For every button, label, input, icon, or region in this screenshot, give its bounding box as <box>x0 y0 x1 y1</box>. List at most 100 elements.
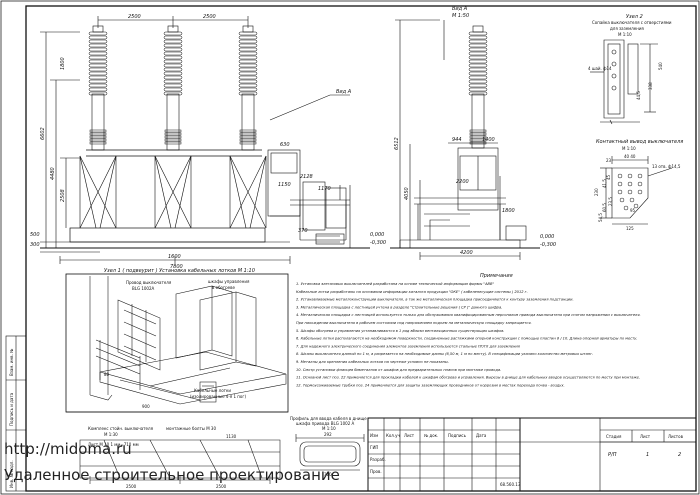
insulator-shed <box>238 83 258 88</box>
dim-292: 292 <box>324 432 332 437</box>
dim-605: 60,5 <box>602 203 607 212</box>
terminal-hole <box>619 197 625 203</box>
pole-body <box>241 93 255 151</box>
lower-shed <box>164 141 182 145</box>
dim-23: 23 <box>606 158 612 163</box>
note-line: При нахождении выключателя в рабочем сос… <box>296 321 532 325</box>
contact-title: Контактный вывод выключателя <box>596 139 683 145</box>
terminal-hole <box>617 189 623 195</box>
insulator-shed <box>238 79 258 84</box>
insulator-shed <box>88 47 108 52</box>
insulator-shed <box>163 79 183 84</box>
lower-shed <box>239 141 257 145</box>
terminal-hole <box>627 181 633 187</box>
dim-545: 54,5 <box>598 213 603 222</box>
dim-1150: 1150 <box>278 182 291 188</box>
insulator-shed <box>238 75 258 80</box>
dim-1800b: 1800 <box>502 208 515 214</box>
pole-body <box>166 93 180 151</box>
cabinet-label2: в обогреве <box>212 285 235 290</box>
insulator-shed <box>88 79 108 84</box>
insulator-shed <box>163 75 183 80</box>
bushing-pole <box>163 25 183 151</box>
inner-frame <box>25 5 697 492</box>
lower-shed <box>239 132 257 136</box>
view-a-label: Вид А <box>452 6 468 12</box>
pole-cap <box>472 25 484 33</box>
node2-caption2: для заземления <box>610 26 644 31</box>
insulator-shed <box>468 39 488 44</box>
dim-4480: 4480 <box>50 167 56 180</box>
dim-125: 125 <box>626 226 634 231</box>
insulator-shed <box>238 67 258 72</box>
lower-shed <box>469 135 487 139</box>
bushing-pole <box>88 25 108 151</box>
pipe-label3: Лист М 10 1 мм=710 мм <box>88 442 139 447</box>
watermark-caption: Удаленное строительное проектирование <box>4 466 340 484</box>
stamp-sheets-v: 2 <box>678 452 681 458</box>
watermark-url[interactable]: http://midoma.ru <box>4 440 132 458</box>
dim-80: 80 <box>104 372 110 377</box>
notes-list: 1. Установка элегазовых выключателей раз… <box>296 282 641 387</box>
insulator-shed <box>468 79 488 84</box>
dim-370: 370 <box>298 228 308 234</box>
tray-label: Провод выключателя <box>126 280 172 285</box>
pole-cap <box>167 25 179 33</box>
front-elevation <box>40 16 488 264</box>
insulator-shed <box>88 31 108 36</box>
insulator-shed <box>238 55 258 60</box>
dim-4040: 40 40 <box>624 154 636 159</box>
insulator-shed <box>468 87 488 92</box>
elev-side-top: 0,000 <box>540 234 554 240</box>
side-view-a <box>390 19 540 260</box>
dim-4200: 4200 <box>460 250 473 256</box>
insulator-shed <box>238 91 258 96</box>
stamp-sheet-h: Лист <box>640 434 651 439</box>
stamp-kol: Кол.уч <box>386 433 400 438</box>
dim-2500-c: 2500 <box>126 484 137 489</box>
insulator-shed <box>88 83 108 88</box>
dim-1400: 1400 <box>482 137 495 143</box>
lower-shed <box>164 132 182 136</box>
stamp-izm: Изм <box>370 433 378 438</box>
dim-540: 540 <box>658 62 663 70</box>
terminal-hole <box>617 173 623 179</box>
insulator-shed <box>163 47 183 52</box>
insulator-shed <box>163 39 183 44</box>
dim-2200: 2200 <box>456 179 469 185</box>
stamp-gip: ГИП <box>370 445 378 450</box>
note-line: 4. Металлическая площадка с лестницей ис… <box>296 313 641 317</box>
view-a-arrow: Вид А <box>336 89 352 95</box>
stamp-stage-v: Р/П <box>608 452 617 458</box>
stamp-stage-h: Стадия <box>606 434 622 439</box>
dim-4165: 41,5 <box>602 179 607 188</box>
dim-310: 310 <box>324 472 332 477</box>
insulator-shed <box>468 31 488 36</box>
insulator-shed <box>88 59 108 64</box>
terminal-hole <box>629 197 635 203</box>
note-line: Кабельные лотки разработаны на основании… <box>296 290 528 294</box>
insulator-shed <box>238 31 258 36</box>
pole-cap <box>242 25 254 33</box>
terminal-hole <box>627 189 633 195</box>
lower-shed <box>469 129 487 133</box>
insulator-shed <box>163 31 183 36</box>
insulator-shed <box>88 43 108 48</box>
note-line: 8. Шкалы выключателя длиной по 1 м, а ра… <box>296 352 593 356</box>
insulator-shed <box>163 59 183 64</box>
lower-shed <box>239 138 257 142</box>
cabinet-label: шкафы управления <box>208 279 250 284</box>
note-line: 11. Основной лист поз. 22 применяется дл… <box>296 376 640 380</box>
bushing-pole <box>468 25 488 149</box>
dim-2128: 2128 <box>300 174 313 180</box>
insulator-shed <box>163 67 183 72</box>
bushing-pole <box>238 25 258 151</box>
insulator-shed <box>468 55 488 60</box>
lower-shed <box>239 135 257 139</box>
terminal-hole <box>633 203 639 209</box>
note-line: 1. Установка элегазовых выключателей раз… <box>296 282 494 286</box>
notes-title: Примечания <box>480 273 513 279</box>
note-line: 9. Металлы для крепления кабельных лотко… <box>296 360 449 364</box>
stamp-date: Дата <box>476 433 487 438</box>
